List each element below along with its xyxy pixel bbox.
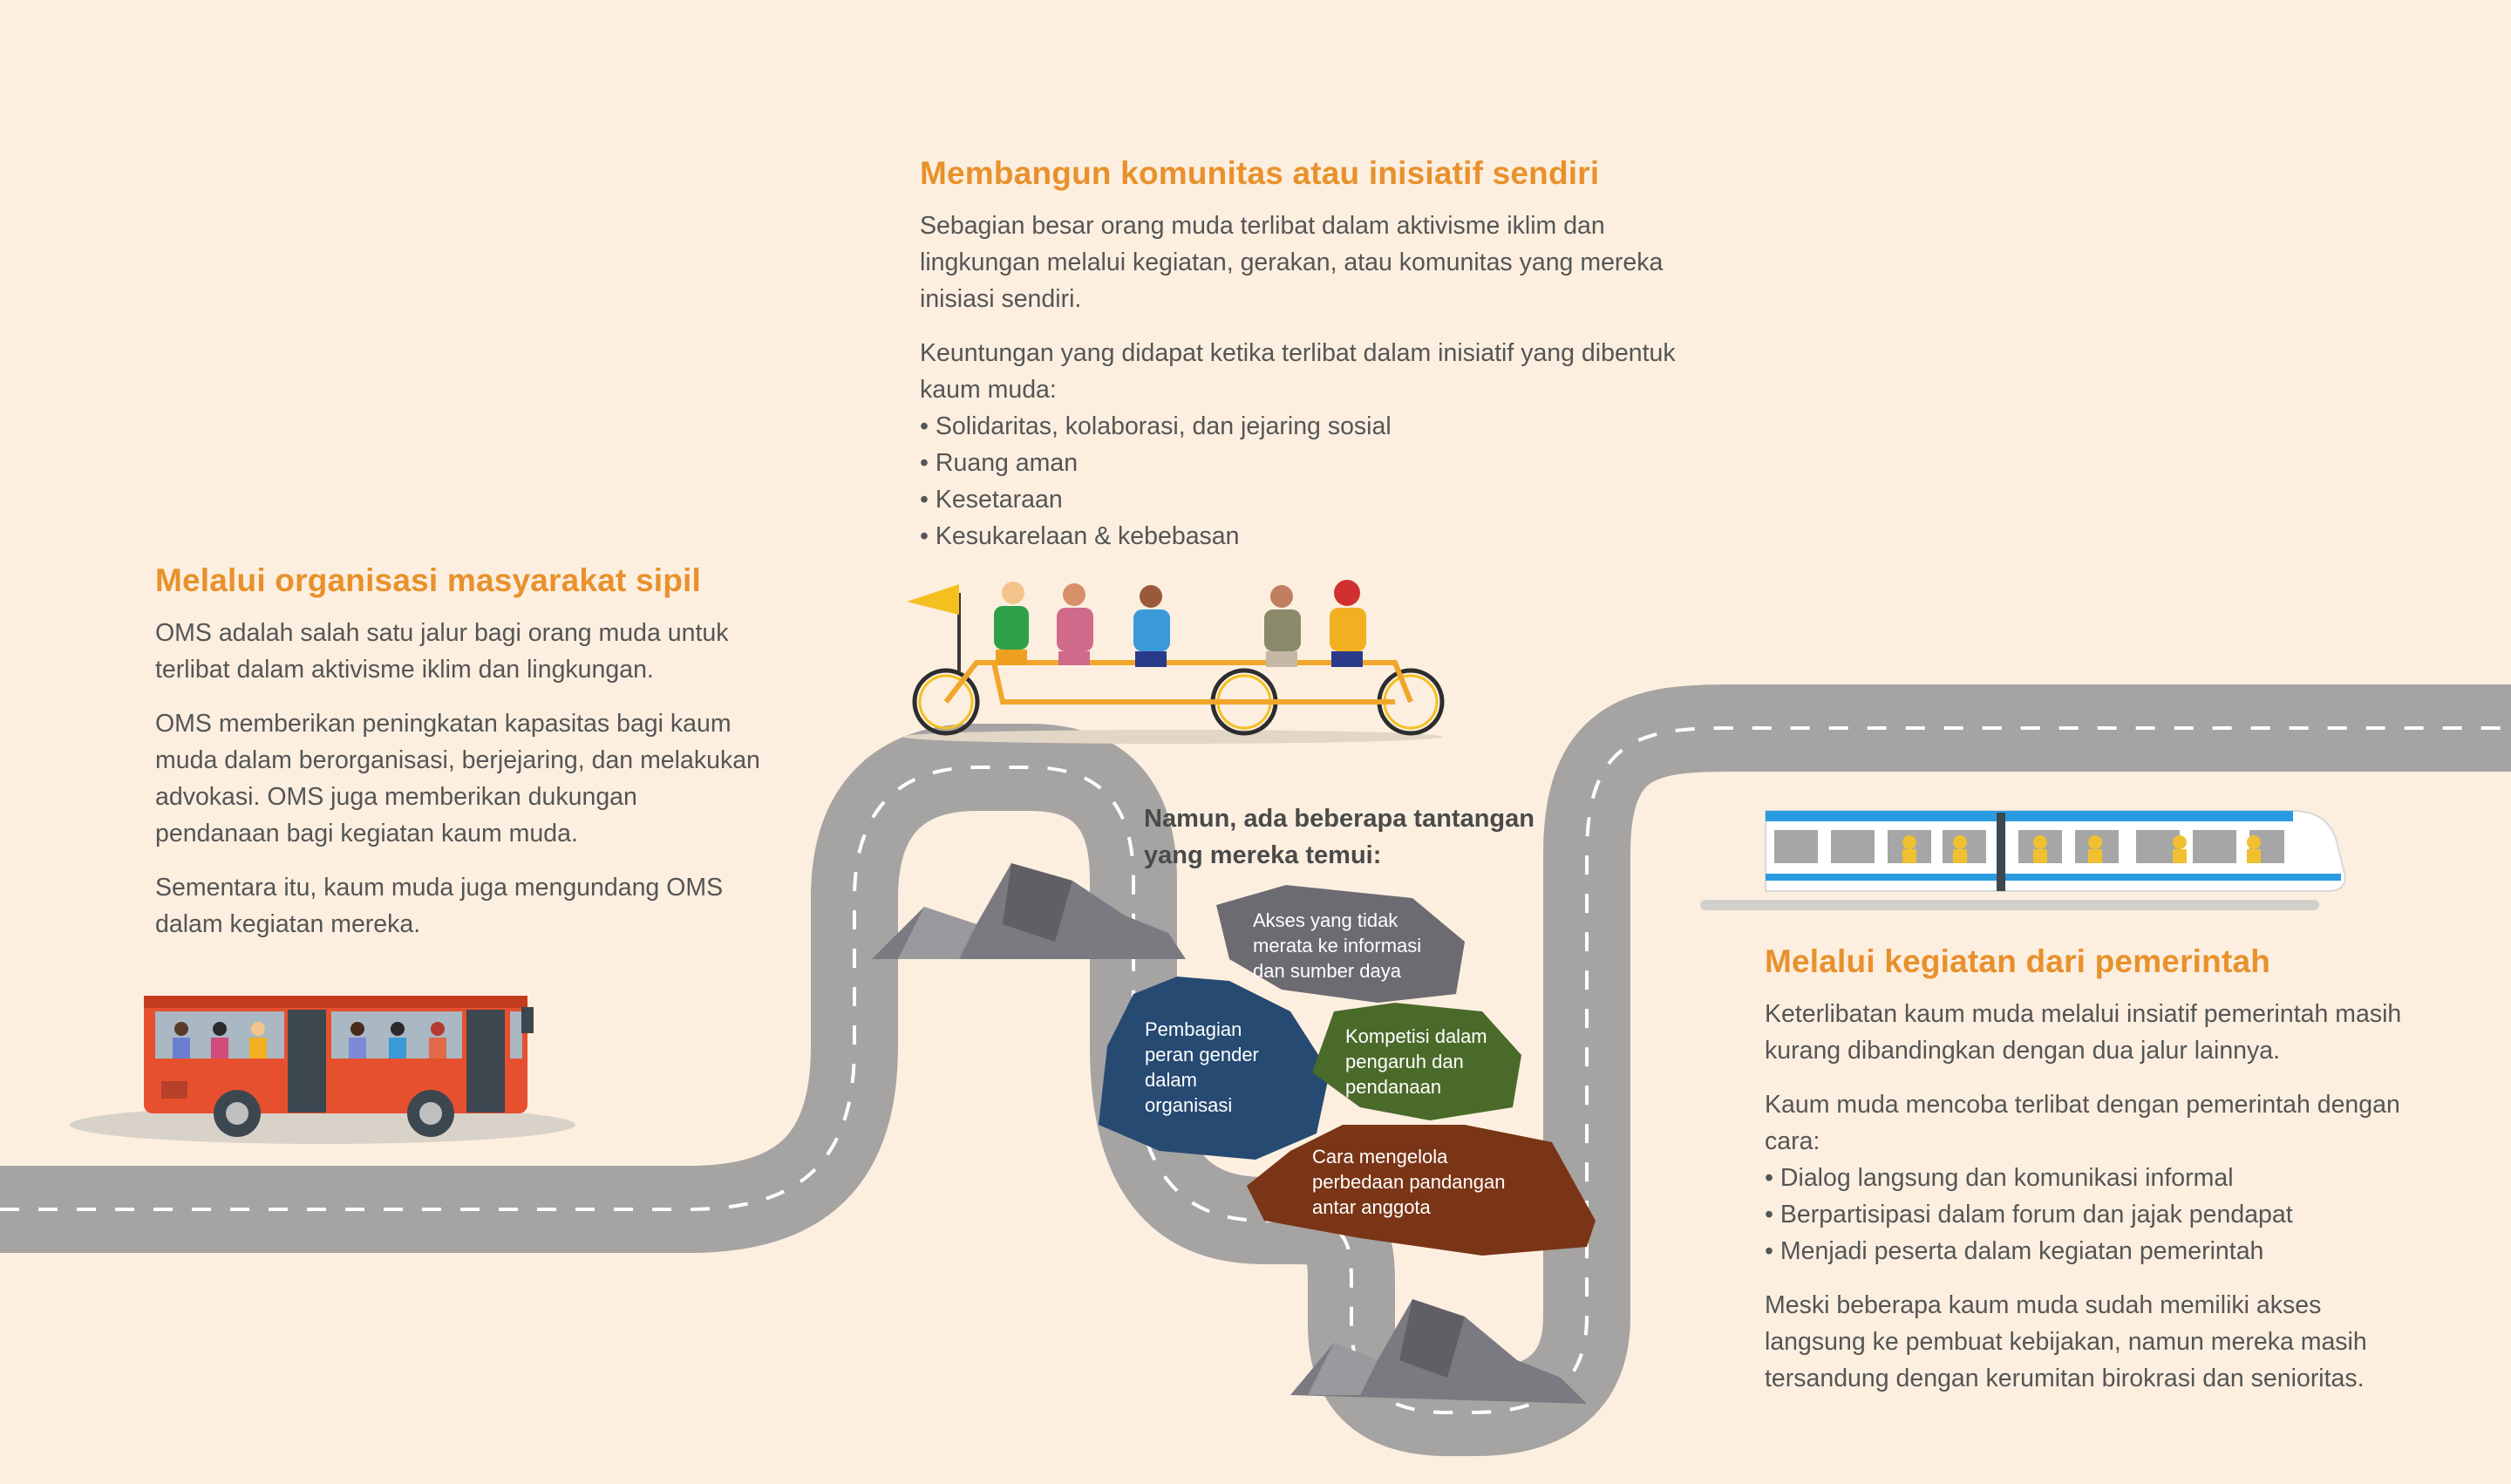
rock-label-competition: Kompetisi dalam pengaruh dan pendanaan — [1345, 1025, 1487, 1098]
train-icon — [1700, 810, 2347, 910]
list-item: Solidaritas, kolaborasi, dan jejaring so… — [920, 408, 1731, 445]
rock-label-differences: Cara mengelola perbedaan pandangan antar… — [1312, 1146, 1506, 1218]
community-title: Membangun komunitas atau inisiatif sendi… — [920, 155, 1600, 191]
government-paragraph-3: Meski beberapa kaum muda sudah memiliki … — [1765, 1291, 2367, 1392]
community-benefits-list: Solidaritas, kolaborasi, dan jejaring so… — [920, 408, 1731, 555]
challenge-rocks — [1099, 885, 1596, 1256]
list-item: Dialog langsung dan komunikasi informal — [1765, 1160, 2427, 1196]
rock-label-gender: Pembagian peran gender dalam organisasi — [1145, 1018, 1259, 1116]
government-paragraph-2: Kaum muda mencoba terlibat dengan pemeri… — [1765, 1091, 2400, 1155]
community-paragraph-2: Keuntungan yang didapat ketika terlibat … — [920, 339, 1676, 404]
government-title: Melalui kegiatan dari pemerintah — [1765, 943, 2271, 979]
list-item: Berpartisipasi dalam forum dan jajak pen… — [1765, 1196, 2427, 1233]
list-item: Ruang aman — [920, 445, 1731, 481]
tandem-bicycle-icon — [902, 580, 1445, 744]
government-section: Melalui kegiatan dari pemerintah Keterli… — [1765, 943, 2427, 1414]
civil-society-title: Melalui organisasi masyarakat sipil — [155, 562, 702, 598]
community-section: Membangun komunitas atau inisiatif sendi… — [920, 155, 1731, 572]
winding-road — [0, 684, 2511, 1456]
community-paragraph-1: Sebagian besar orang muda terlibat dalam… — [920, 212, 1664, 313]
rock-pile-icon — [872, 863, 1587, 1404]
rock-label-access: Akses yang tidak merata ke informasi dan… — [1253, 909, 1422, 982]
civil-society-section: Melalui organisasi masyarakat sipil OMS … — [155, 562, 766, 960]
civil-society-paragraph-1: OMS adalah salah satu jalur bagi orang m… — [155, 619, 729, 684]
list-item: Kesetaraan — [920, 481, 1731, 518]
challenges-title: Namun, ada beberapa tantangan yang merek… — [1144, 805, 1534, 869]
government-paragraph-1: Keterlibatan kaum muda melalui insiatif … — [1765, 1000, 2402, 1065]
list-item: Menjadi peserta dalam kegiatan pemerinta… — [1765, 1233, 2427, 1270]
bus-icon — [70, 996, 575, 1144]
civil-society-paragraph-3: Sementara itu, kaum muda juga mengundang… — [155, 874, 724, 938]
list-item: Kesukarelaan & kebebasan — [920, 518, 1731, 555]
civil-society-paragraph-2: OMS memberikan peningkatan kapasitas bag… — [155, 710, 760, 848]
government-methods-list: Dialog langsung dan komunikasi informal … — [1765, 1160, 2427, 1270]
